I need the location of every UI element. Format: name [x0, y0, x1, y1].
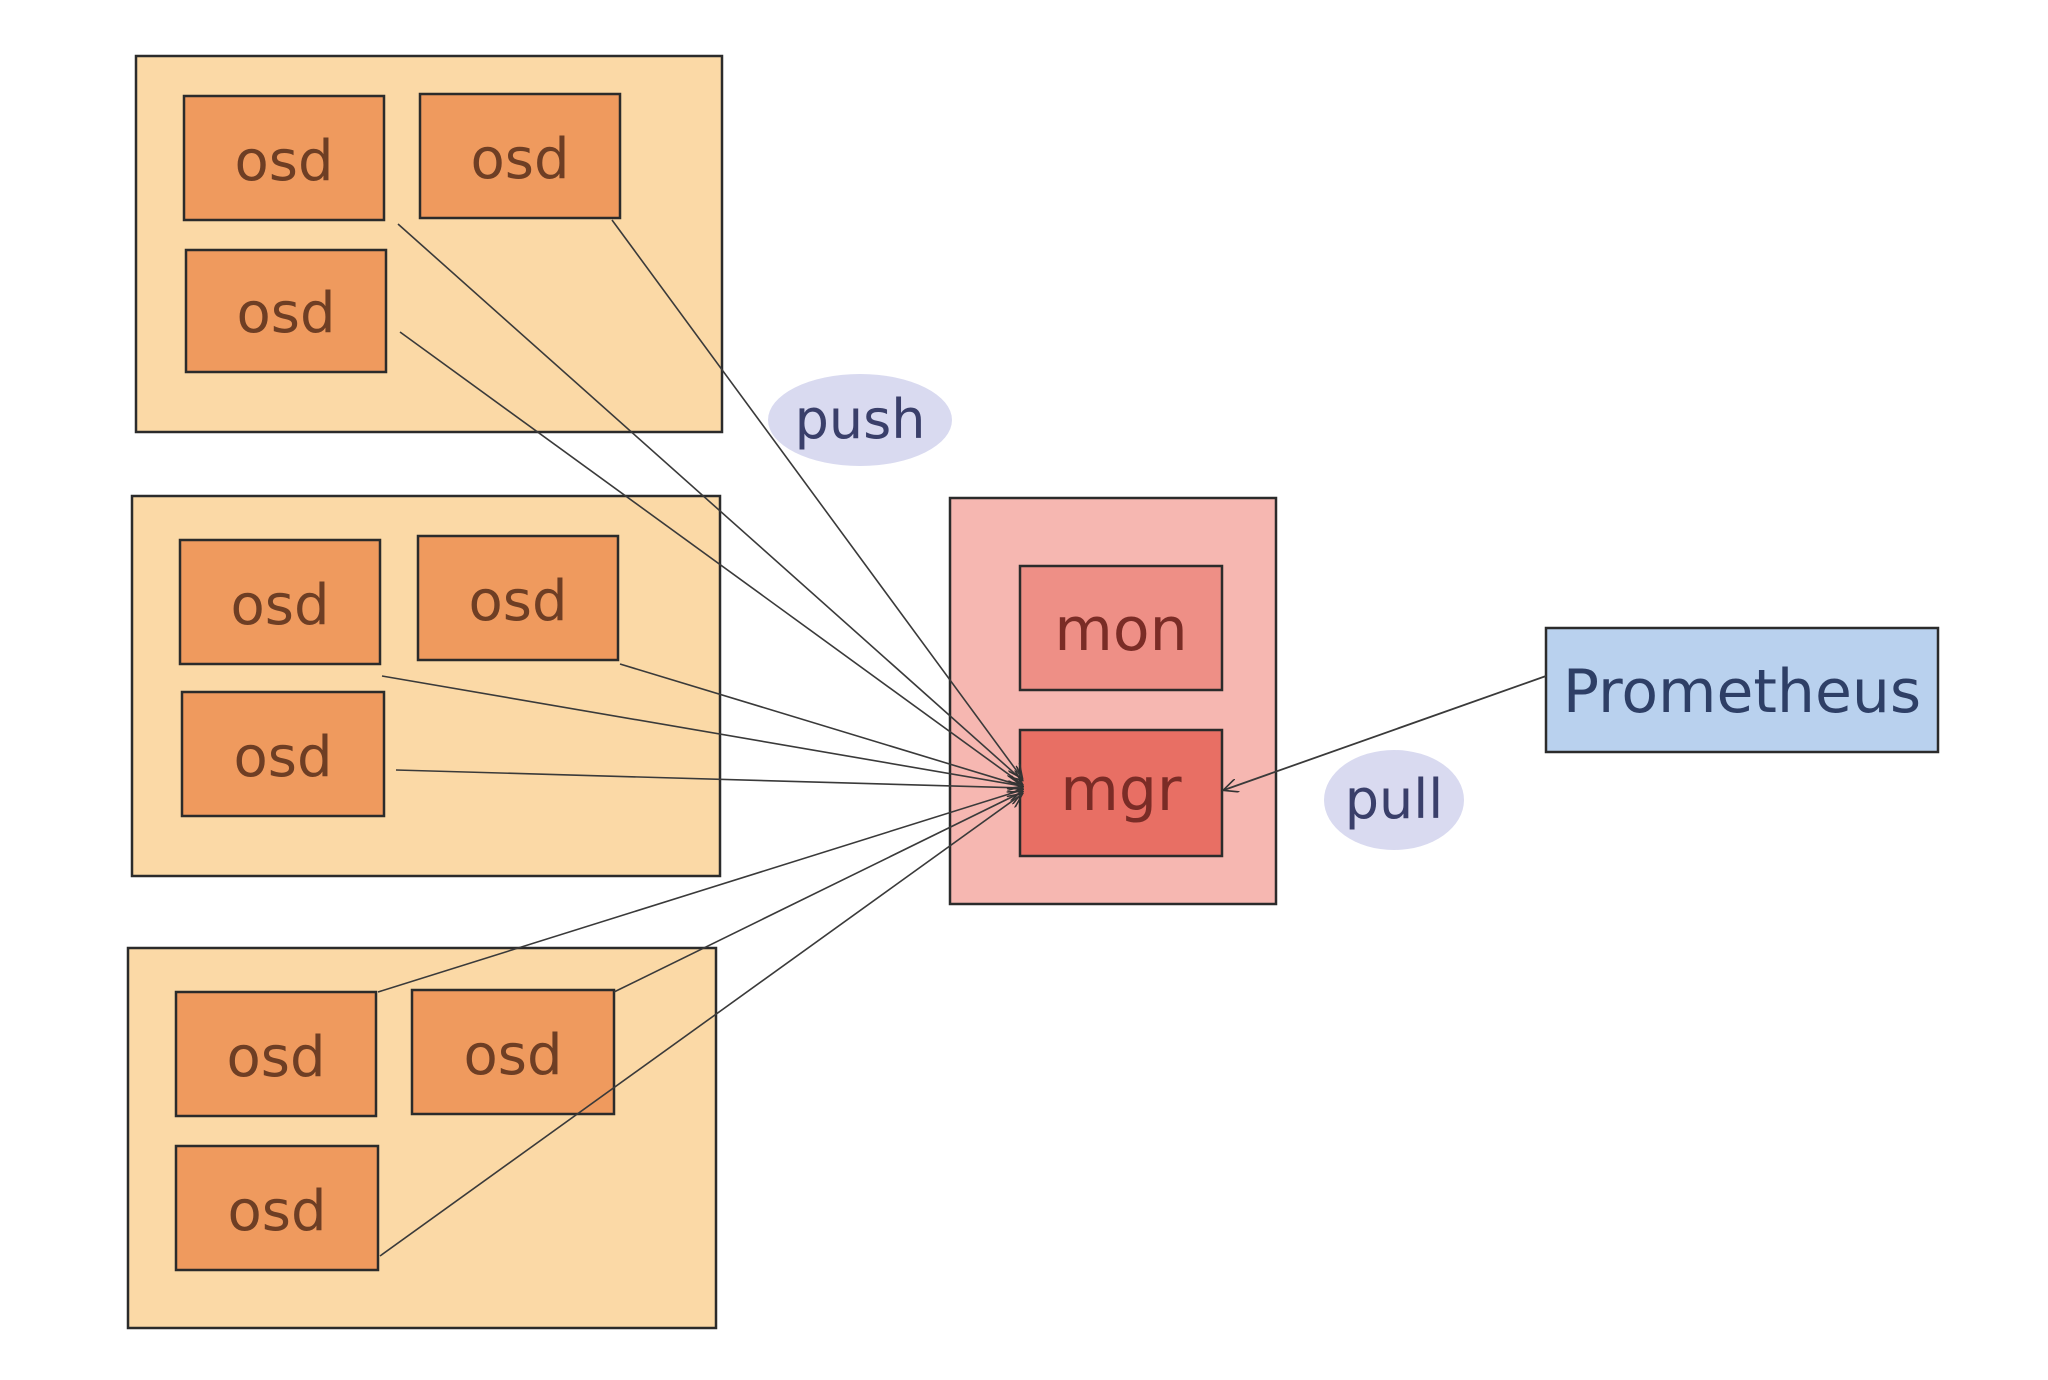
- osd-node: osd: [418, 92, 622, 220]
- push-arrow: [399, 331, 1022, 784]
- osd-node: osd: [180, 690, 386, 818]
- pull-arrow: [1224, 675, 1547, 790]
- osd-label: osd: [231, 573, 330, 638]
- push-arrow: [379, 794, 1022, 1257]
- mon-label: mon: [1054, 595, 1187, 665]
- push-edge-label: push: [768, 374, 952, 466]
- push-arrow: [381, 675, 1022, 786]
- osd-label: osd: [235, 129, 334, 194]
- monitor-host: mon mgr: [948, 496, 1278, 906]
- mgr-label: mgr: [1060, 755, 1182, 825]
- pull-edge-label: pull: [1324, 750, 1464, 850]
- osd-node: osd: [416, 534, 620, 662]
- osd-label: osd: [234, 725, 333, 790]
- osd-node: osd: [410, 988, 616, 1116]
- push-label: push: [795, 388, 926, 451]
- push-arrow: [377, 790, 1022, 993]
- osd-node: osd: [178, 538, 382, 666]
- osd-node: osd: [174, 1144, 380, 1272]
- push-arrow: [611, 219, 1022, 778]
- osd-label: osd: [469, 569, 568, 634]
- prometheus-label: Prometheus: [1563, 657, 1921, 727]
- osd-host-3: osd osd osd: [126, 946, 718, 1330]
- pull-label: pull: [1345, 768, 1444, 831]
- osd-node: osd: [174, 990, 378, 1118]
- push-arrow: [397, 223, 1022, 780]
- mon-node: mon: [1018, 564, 1224, 692]
- osd-node: osd: [184, 248, 388, 374]
- prometheus-box: [1544, 626, 1940, 754]
- mgr-node: mgr: [1018, 728, 1224, 858]
- push-arrows: [377, 219, 1022, 1257]
- osd-label: osd: [228, 1179, 327, 1244]
- osd-node: osd: [182, 94, 386, 222]
- osd-label: osd: [464, 1023, 563, 1088]
- osd-label: osd: [227, 1025, 326, 1090]
- push-arrow: [619, 663, 1022, 786]
- osd-host-2: osd osd osd: [130, 494, 722, 878]
- push-arrow: [395, 769, 1022, 788]
- osd-host-1: osd osd osd: [134, 54, 724, 434]
- osd-label: osd: [471, 127, 570, 192]
- push-arrow: [613, 792, 1022, 993]
- prometheus-node: Prometheus: [1544, 626, 1940, 754]
- osd-label: osd: [237, 281, 336, 346]
